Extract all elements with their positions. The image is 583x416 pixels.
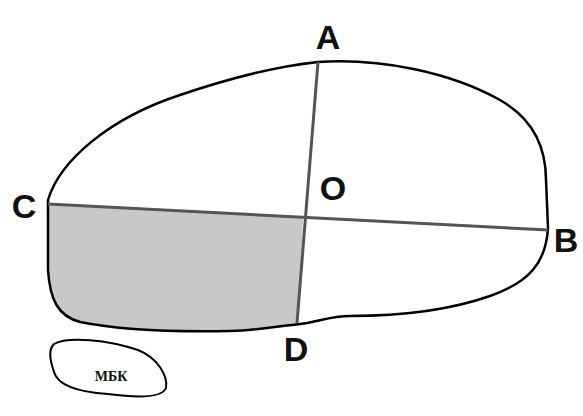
point-letter: C xyxy=(12,189,37,223)
point-letter: A xyxy=(316,20,341,54)
point-label: B xyxy=(554,223,579,257)
point-label: C xyxy=(12,189,37,223)
organ-outline xyxy=(48,61,548,331)
blob-node: МБК xyxy=(48,336,170,400)
axis-line xyxy=(297,62,318,323)
point-letter: O xyxy=(320,171,346,205)
node-text: МБК xyxy=(95,369,128,385)
point-label: O xyxy=(320,171,346,205)
point-label: A xyxy=(316,20,341,54)
blob-outline xyxy=(48,336,170,400)
point-letter: D xyxy=(284,332,309,366)
axis-line xyxy=(48,204,548,230)
shaded-quadrant xyxy=(0,203,303,340)
point-label: D xyxy=(284,332,309,366)
point-letter: B xyxy=(554,223,579,257)
